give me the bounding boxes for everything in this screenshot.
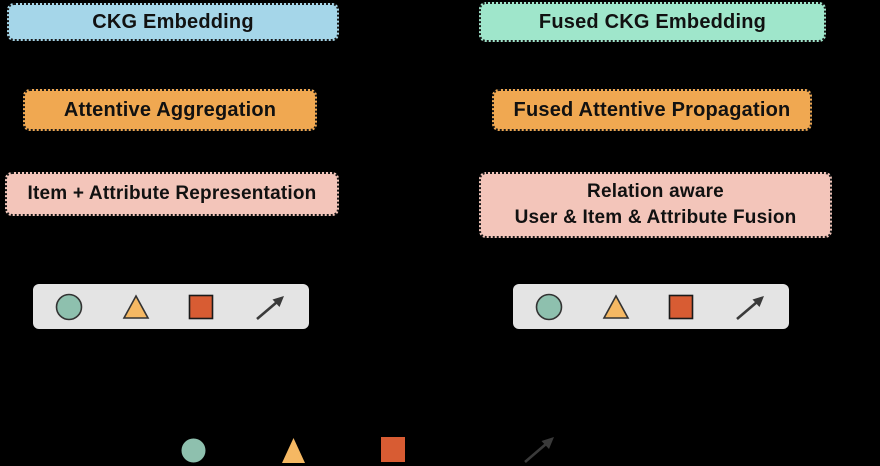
square-icon — [381, 437, 405, 462]
circle-icon — [535, 293, 563, 320]
square-icon — [189, 294, 214, 319]
box-relation-aware-fusion: Relation aware User & Item & Attribute F… — [479, 172, 832, 238]
box-item-attribute-representation: Item + Attribute Representation — [5, 172, 339, 216]
circle-icon — [181, 438, 206, 463]
triangle-icon — [282, 438, 305, 463]
legend-strip-left — [33, 284, 309, 329]
box-attentive-aggregation-label: Attentive Aggregation — [63, 98, 277, 121]
box-fused-ckg-embedding-label: Fused CKG Embedding — [538, 10, 767, 33]
box-relation-aware-fusion-line1: Relation aware — [587, 181, 724, 203]
triangle-icon — [122, 293, 150, 319]
circle-icon — [55, 293, 83, 320]
arrow-icon — [256, 295, 284, 320]
square-icon — [669, 294, 694, 319]
box-item-attribute-representation-label: Item + Attribute Representation — [27, 183, 317, 205]
box-fused-attentive-propagation: Fused Attentive Propagation — [492, 89, 812, 131]
arrow-icon — [736, 295, 764, 320]
legend-strip-right — [513, 284, 789, 329]
box-attentive-aggregation: Attentive Aggregation — [23, 89, 317, 131]
box-ckg-embedding: CKG Embedding — [7, 3, 339, 41]
box-relation-aware-fusion-line2: User & Item & Attribute Fusion — [514, 207, 797, 228]
box-ckg-embedding-label: CKG Embedding — [92, 10, 254, 33]
box-fused-attentive-propagation-label: Fused Attentive Propagation — [513, 98, 791, 121]
box-fused-ckg-embedding: Fused CKG Embedding — [479, 2, 826, 42]
triangle-icon — [602, 293, 630, 319]
arrow-icon — [524, 437, 554, 463]
